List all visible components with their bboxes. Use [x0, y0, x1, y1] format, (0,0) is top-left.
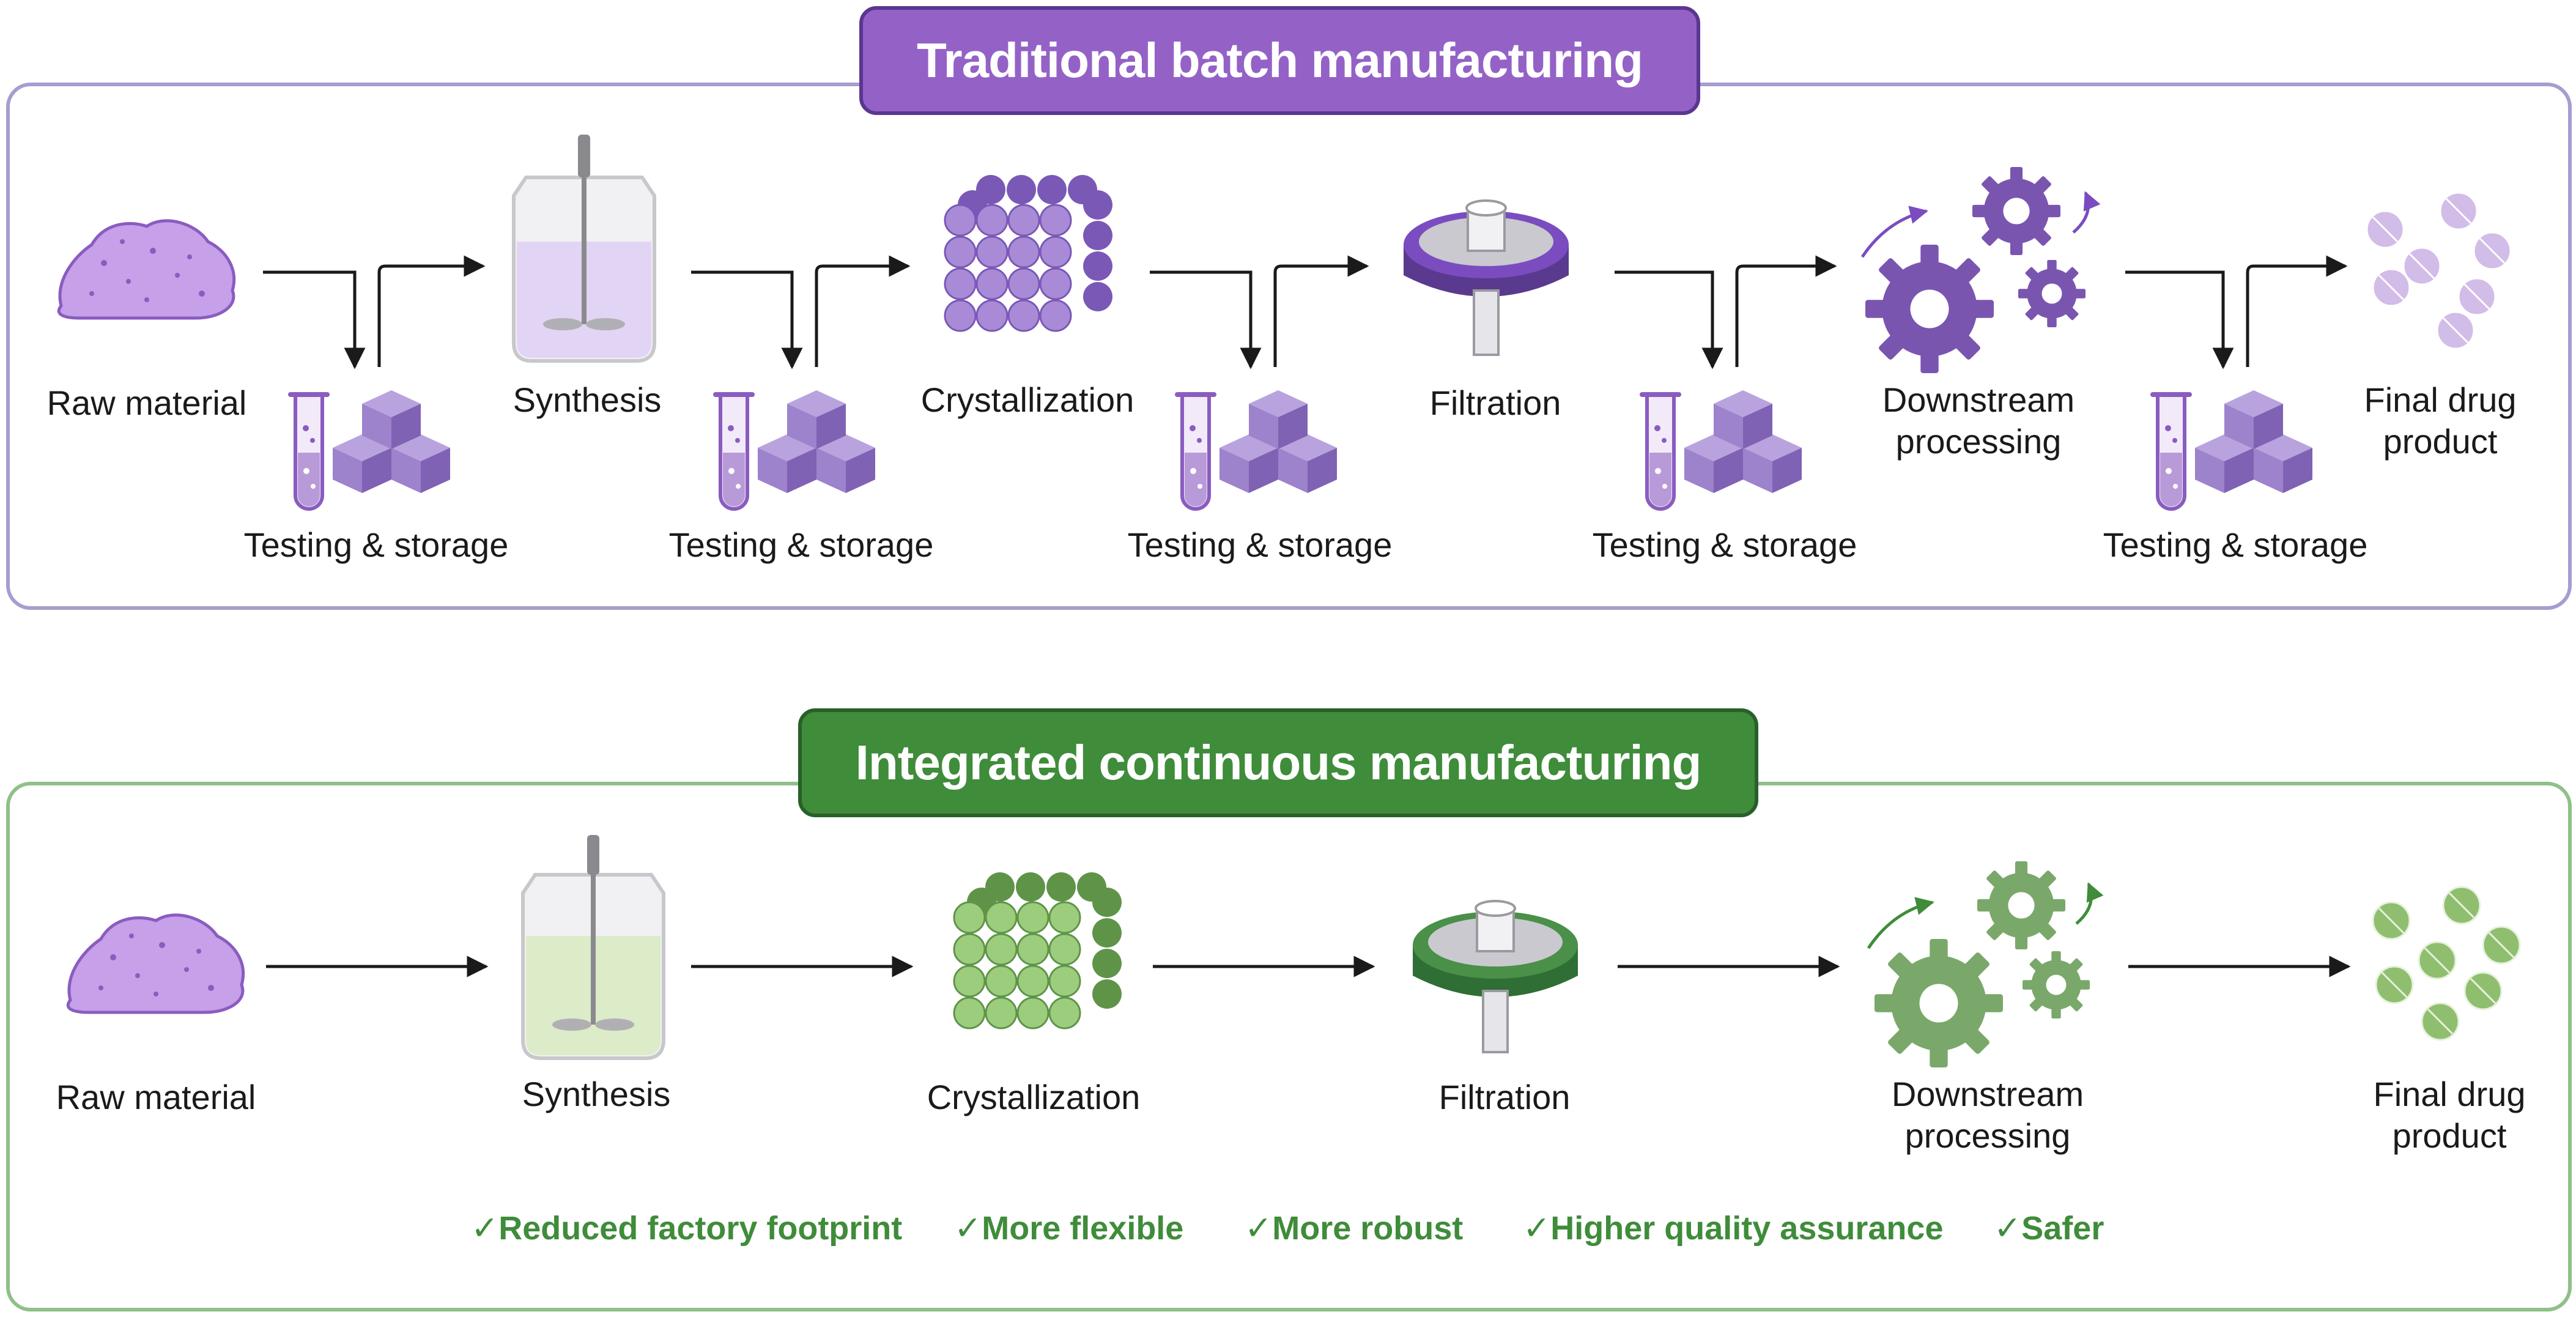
- continuous-step-label: Raw material: [56, 1078, 256, 1116]
- checkmark-icon: ✓: [1994, 1210, 2022, 1247]
- testing-storage-label: Testing & storage: [2103, 525, 2368, 564]
- batch-step-label: Filtration: [1429, 384, 1561, 422]
- continuous-step-label: Crystallization: [927, 1078, 1141, 1116]
- checkmark-icon: ✓: [471, 1210, 499, 1247]
- batch-raw-material-icon: [59, 221, 234, 318]
- benefit-item: ✓Higher quality assurance: [1523, 1210, 1944, 1247]
- continuous-crystal-lattice-icon: [953, 872, 1122, 1029]
- batch-connectors: [263, 255, 2348, 369]
- continuous-title: Integrated continuous manufacturing: [798, 708, 1758, 817]
- continuous-gears-icon: [1867, 861, 2104, 1067]
- batch-reactor-icon: [512, 135, 656, 363]
- continuous-filter-icon: [1413, 900, 1578, 1053]
- batch-title: Traditional batch manufacturing: [859, 6, 1700, 115]
- continuous-reactor-icon: [521, 835, 665, 1060]
- batch-step-label: Synthesis: [513, 380, 662, 419]
- continuous-raw-material-icon: [68, 915, 243, 1012]
- benefit-item: ✓More flexible: [954, 1210, 1184, 1247]
- testing-storage-label: Testing & storage: [1592, 525, 1857, 564]
- batch-crystal-lattice-icon: [944, 175, 1112, 332]
- continuous-tablets-icon: [2372, 886, 2521, 1041]
- continuous-step-label: Filtration: [1438, 1078, 1571, 1116]
- benefit-item: ✓Reduced factory footprint: [471, 1210, 903, 1247]
- checkmark-icon: ✓: [954, 1210, 982, 1247]
- continuous-step-label: Downstream processing: [1891, 1075, 2084, 1155]
- checkmark-icon: ✓: [1245, 1210, 1273, 1247]
- benefit-item: ✓More robust: [1245, 1210, 1464, 1247]
- continuous-step-label: Synthesis: [522, 1075, 671, 1113]
- batch-step-label: Crystallization: [920, 380, 1134, 419]
- batch-step-label: Final drug product: [2364, 380, 2517, 461]
- batch-filter-icon: [1404, 199, 1569, 356]
- batch-tablets-icon: [2366, 191, 2512, 350]
- batch-gears-icon: [1860, 167, 2101, 373]
- checkmark-icon: ✓: [1523, 1210, 1551, 1247]
- testing-storage-label: Testing & storage: [1127, 525, 1393, 564]
- benefit-item: ✓Safer: [1994, 1210, 2104, 1247]
- batch-step-label: Downstream processing: [1882, 380, 2075, 461]
- batch-step-label: Raw material: [46, 384, 247, 422]
- testing-storage-label: Testing & storage: [243, 525, 509, 564]
- testing-storage-label: Testing & storage: [668, 525, 934, 564]
- continuous-step-label: Final drug product: [2373, 1075, 2526, 1155]
